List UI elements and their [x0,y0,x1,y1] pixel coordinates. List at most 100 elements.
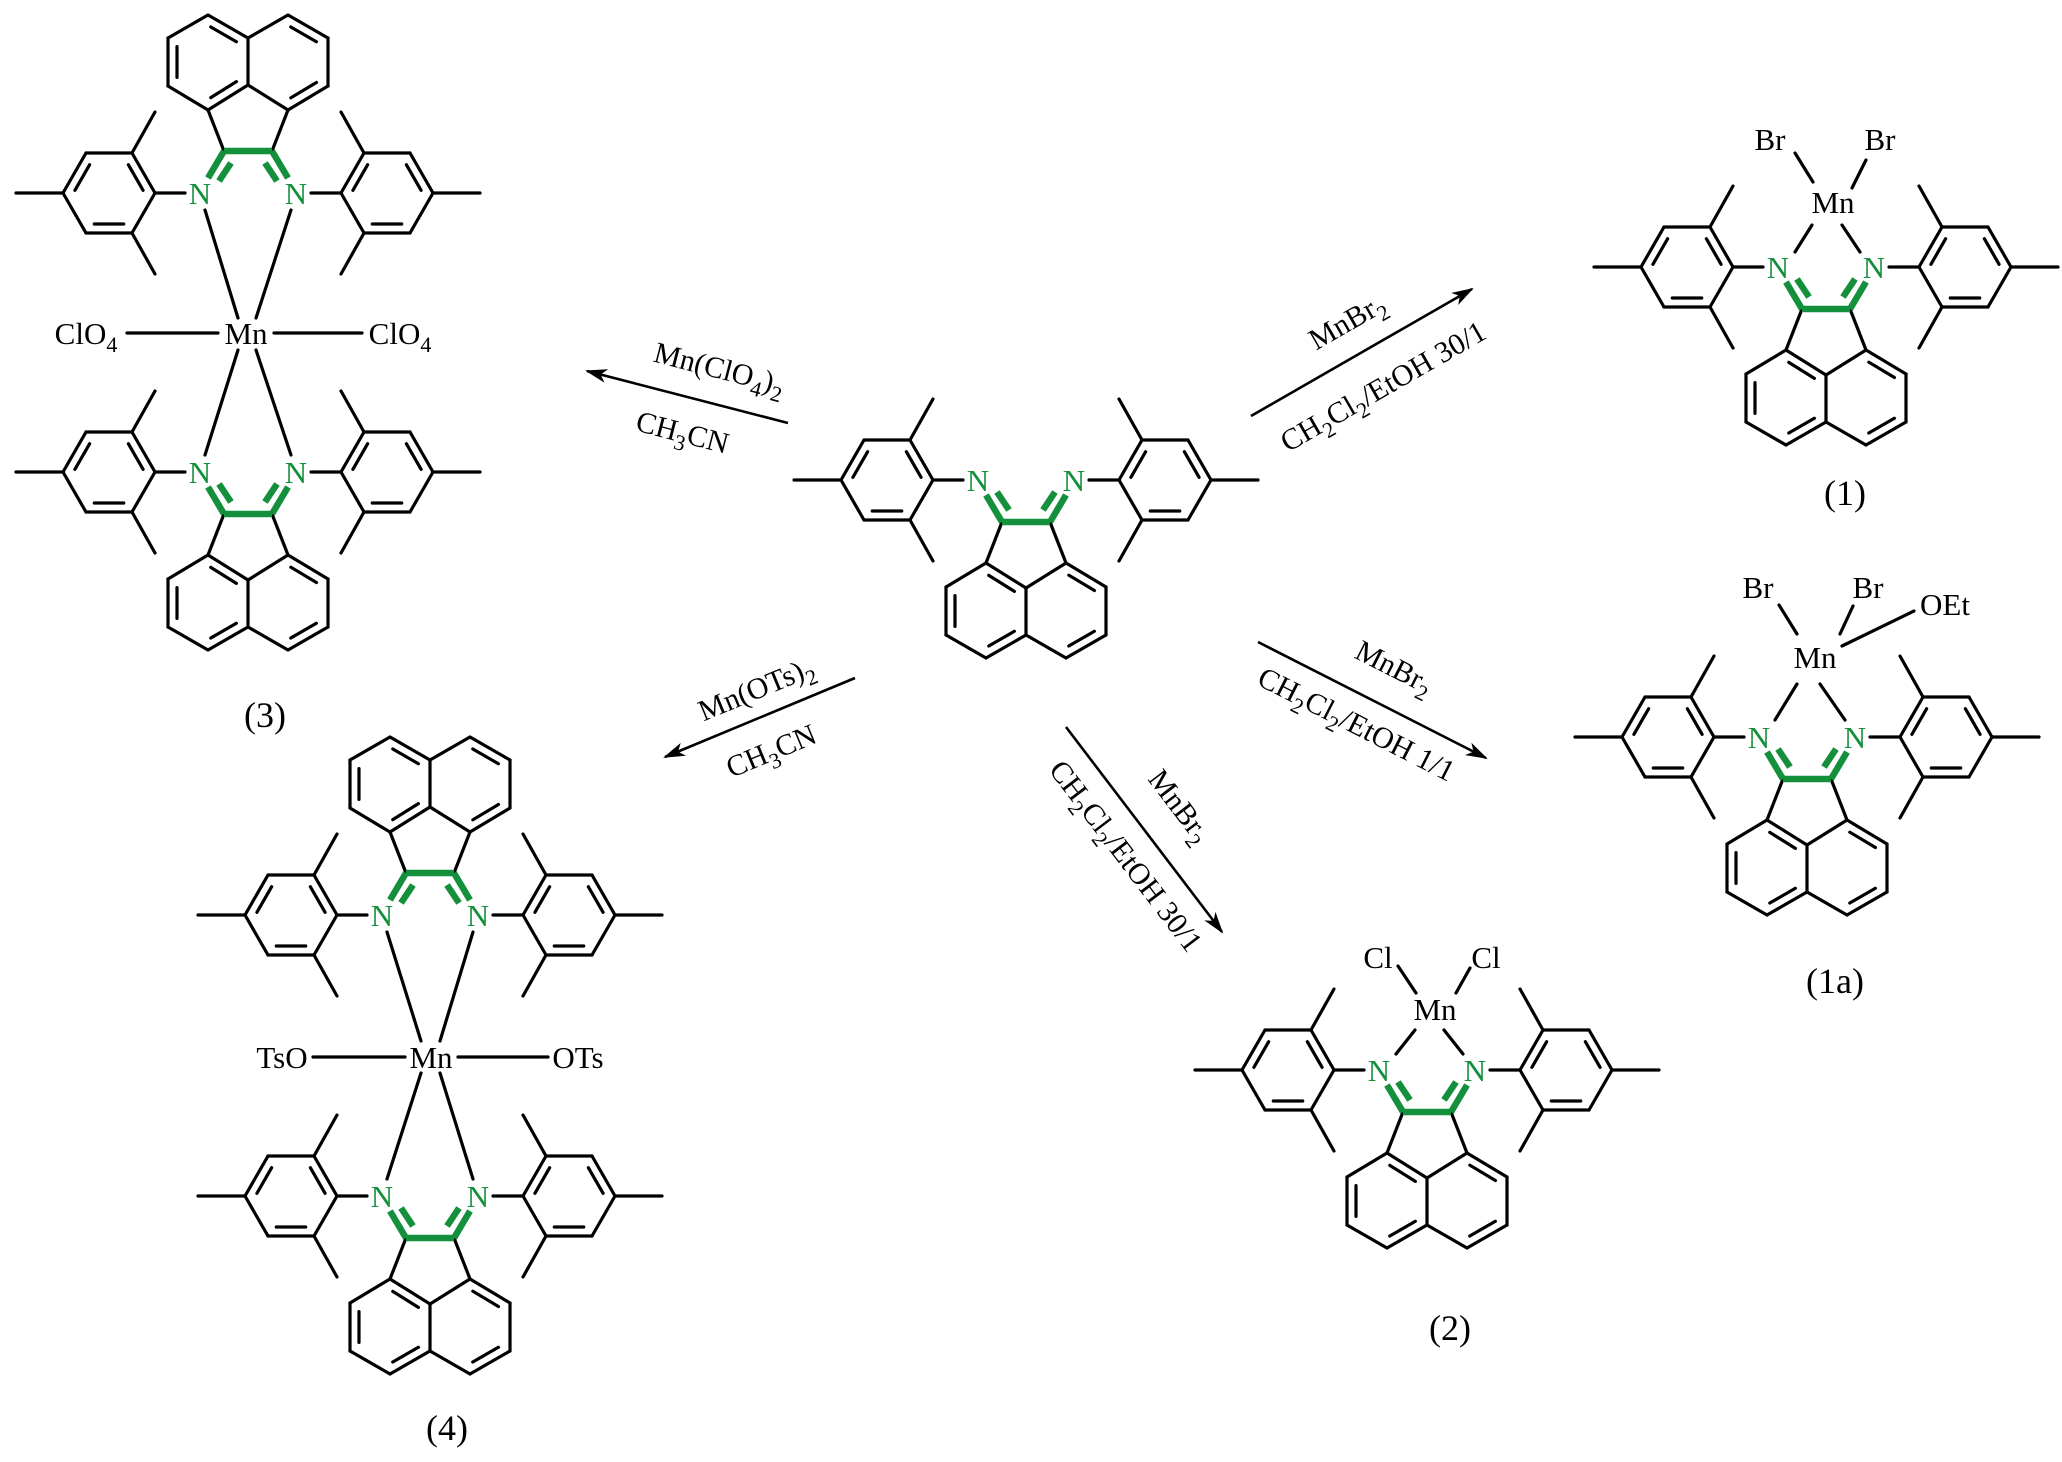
aryl-bond [1917,265,1944,309]
aryl-bond [61,470,88,514]
ring-bond [206,625,250,652]
aryl-double-bond [255,1166,274,1195]
ring-double-bond [289,25,318,44]
methyl-bond [1708,305,1735,350]
ring-bond [1725,890,1769,917]
nitrogen-atom-label: N [467,1179,489,1214]
methyl-bond [521,1113,548,1158]
perchlorate-label-right: ClO4 [369,316,432,357]
solvent-label-to-3: CH3CN [631,405,732,466]
ring-double-bond [1768,886,1797,905]
n-mn-bond [385,930,423,1043]
mn-br-bond [1838,604,1855,636]
aryl-bond [243,1194,270,1238]
nitrogen-atom-label: N [285,455,307,490]
ring-bond [246,625,290,652]
imine-double-bond-inner [1441,1080,1459,1102]
methyl-bond [339,510,366,555]
ring-double-bond [209,80,238,100]
ring-bond [428,1277,472,1306]
ring-bond [468,735,512,762]
aryl-bond [1117,478,1144,522]
chlorine-atom-label: Cl [1363,940,1392,975]
aryl-double-bond [533,885,552,914]
aryl-bond [1689,695,1716,739]
imine-double-bond [451,871,473,902]
methyl-bond [1689,775,1716,820]
imine-double-bond-inner [1775,747,1793,769]
aryl-bond [1967,735,1994,779]
methyl-bond [130,510,157,555]
nitrogen-atom-label: N [371,1179,393,1214]
ring-bond [286,84,330,112]
ring-double-bond [471,747,500,766]
ring-bond [388,830,408,875]
ring-double-bond [391,1345,420,1364]
nitrogen-atom-label: N [1063,463,1085,498]
n-mn-bond [254,348,293,457]
ring-double-bond [391,747,420,766]
imine-double-bond-inner [216,482,234,504]
manganese-atom-label: Mn [409,1040,453,1075]
tosylate-label-right: OTs [552,1040,603,1075]
compound-label-2: (2) [1429,1308,1471,1348]
n-mn-bond [1773,682,1799,722]
ring-bond [1064,561,1108,589]
imine-double-bond-inner [262,482,280,504]
imine-double-bond-inner [1840,277,1858,299]
ring-double-bond [471,1289,501,1309]
aryl-bond [243,1154,270,1198]
aryl-bond [1117,438,1144,482]
aryl-bond [1186,478,1213,522]
ring-bond [206,108,226,153]
reaction-arrow-to-1a [1257,640,1488,760]
nitrogen-atom-label: N [1863,250,1885,285]
ring-double-bond [471,802,501,822]
aryl-double-bond [1252,1040,1271,1069]
aryl-double-bond [404,442,423,471]
ring-double-bond [987,573,1016,593]
aryl-bond [839,438,866,482]
aryl-bond [590,913,617,957]
aryl-bond [1967,695,1994,739]
nitrogen-atom-label: N [967,463,989,498]
ring-bond [984,633,1028,660]
n-mn-bond [438,1071,475,1181]
ring-bond [1765,777,1785,822]
ring-bond [944,561,988,589]
mesityl-group [196,1113,369,1279]
mesityl-group [309,110,482,276]
ring-bond [452,830,472,875]
n-mn-bond [254,208,293,320]
aryl-double-bond [1632,707,1651,736]
mesityl-group [196,832,369,998]
compound-label-1a: (1a) [1806,961,1864,1001]
methyl-bond [521,1234,548,1279]
manganese-atom-label: Mn [1793,640,1837,675]
ring-bond [1784,307,1804,352]
ring-bond [206,83,250,112]
compound-label-4: (4) [426,1408,468,1448]
mesityl-group [792,397,965,563]
ring-bond [468,1277,512,1305]
manganese-atom-label: Mn [1811,185,1855,220]
ring-bond [286,553,330,581]
imine-double-bond-inner [1395,1080,1413,1102]
ring-bond [944,633,988,660]
ring-double-bond [391,1289,420,1309]
aryl-double-bond [586,1166,605,1195]
bromine-atom-label: Br [1853,570,1885,605]
ring-bond [1765,890,1809,917]
imine-double-bond-inner [444,1206,462,1228]
mn-br-bond [1850,158,1868,190]
ring-bond [348,1277,392,1305]
ring-double-bond [1067,629,1096,648]
aryl-bond [408,470,435,514]
ring-bond [246,553,290,582]
imine-double-bond [1448,1083,1470,1114]
imine-double-bond [451,1209,473,1240]
aryl-double-bond [586,885,605,914]
ring-bond [1864,348,1908,376]
imine-double-bond [205,485,227,516]
